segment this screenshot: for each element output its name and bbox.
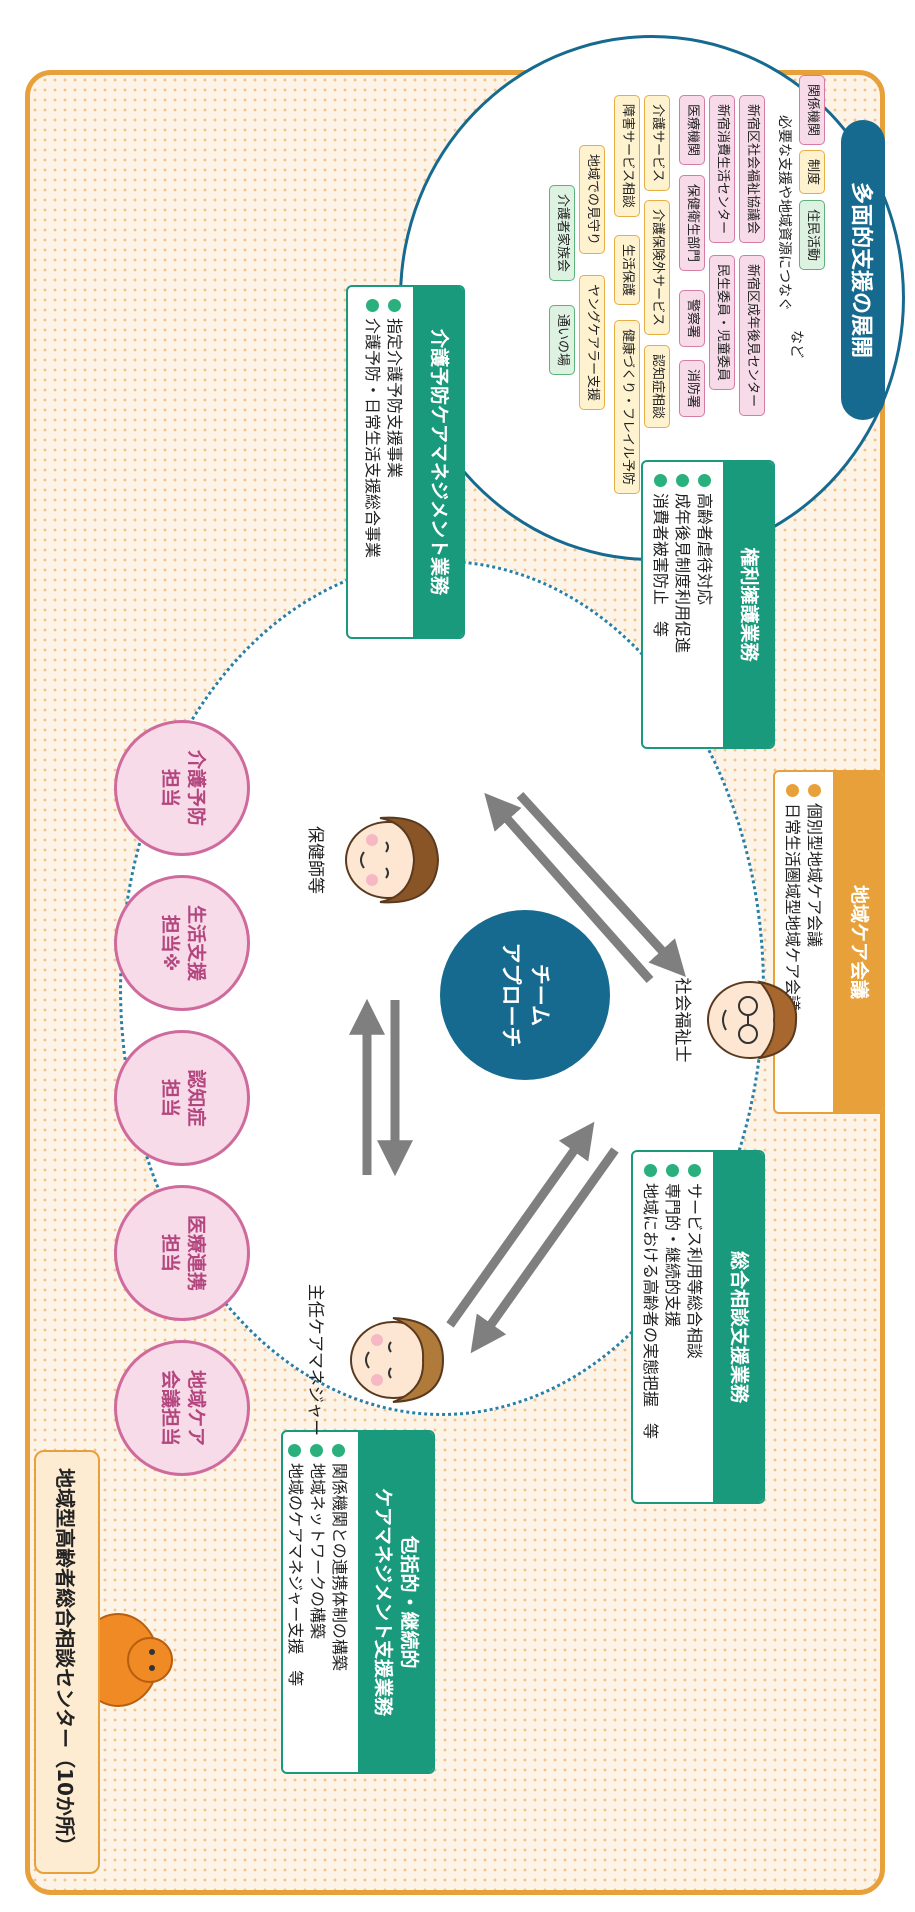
care-manager-label: 主任ケアマネジャー bbox=[305, 1283, 325, 1437]
role-medical-liaison: 医療連携担当 bbox=[114, 1185, 250, 1321]
arrow-nurse-to-sw bbox=[516, 791, 686, 977]
role-line2: 会議担当 bbox=[159, 1369, 181, 1446]
arrow-cm-to-sw bbox=[446, 1121, 595, 1328]
team-approach-line2: アプローチ bbox=[499, 942, 523, 1048]
care-manager-face-icon bbox=[350, 1317, 445, 1403]
nurse-face-icon bbox=[345, 816, 440, 904]
team-approach-label: チーム アプローチ bbox=[496, 943, 555, 1048]
arrow-sw-to-cm bbox=[470, 1147, 619, 1354]
arrow-sw-to-nurse bbox=[484, 792, 654, 983]
role-line1: 介護予防 bbox=[184, 749, 207, 826]
team-approach-line1: チーム bbox=[528, 963, 553, 1027]
social-worker-face-icon bbox=[707, 980, 798, 1060]
role-line2: 担当※ bbox=[159, 914, 181, 972]
role-prevention: 介護予防担当 bbox=[114, 720, 250, 856]
center-name-label: 地域型高齢者総合相談センター（10か所） bbox=[34, 1450, 100, 1874]
role-care-meeting: 地域ケア会議担当 bbox=[114, 1340, 250, 1476]
role-dementia: 認知症担当 bbox=[114, 1030, 250, 1166]
social-worker-label: 社会福祉士 bbox=[672, 977, 692, 1063]
role-line2: 担当 bbox=[159, 1233, 181, 1272]
team-approach-circle: チーム アプローチ bbox=[440, 910, 610, 1080]
nurse-label: 保健師等 bbox=[305, 826, 325, 894]
role-line2: 担当 bbox=[159, 1078, 181, 1117]
role-line1: 医療連携 bbox=[184, 1214, 207, 1291]
role-life-support: 生活支援担当※ bbox=[114, 875, 250, 1011]
role-line1: 認知症 bbox=[184, 1069, 207, 1127]
role-line1: 生活支援 bbox=[184, 904, 207, 981]
role-line2: 担当 bbox=[159, 768, 181, 807]
role-line1: 地域ケア bbox=[184, 1369, 207, 1446]
